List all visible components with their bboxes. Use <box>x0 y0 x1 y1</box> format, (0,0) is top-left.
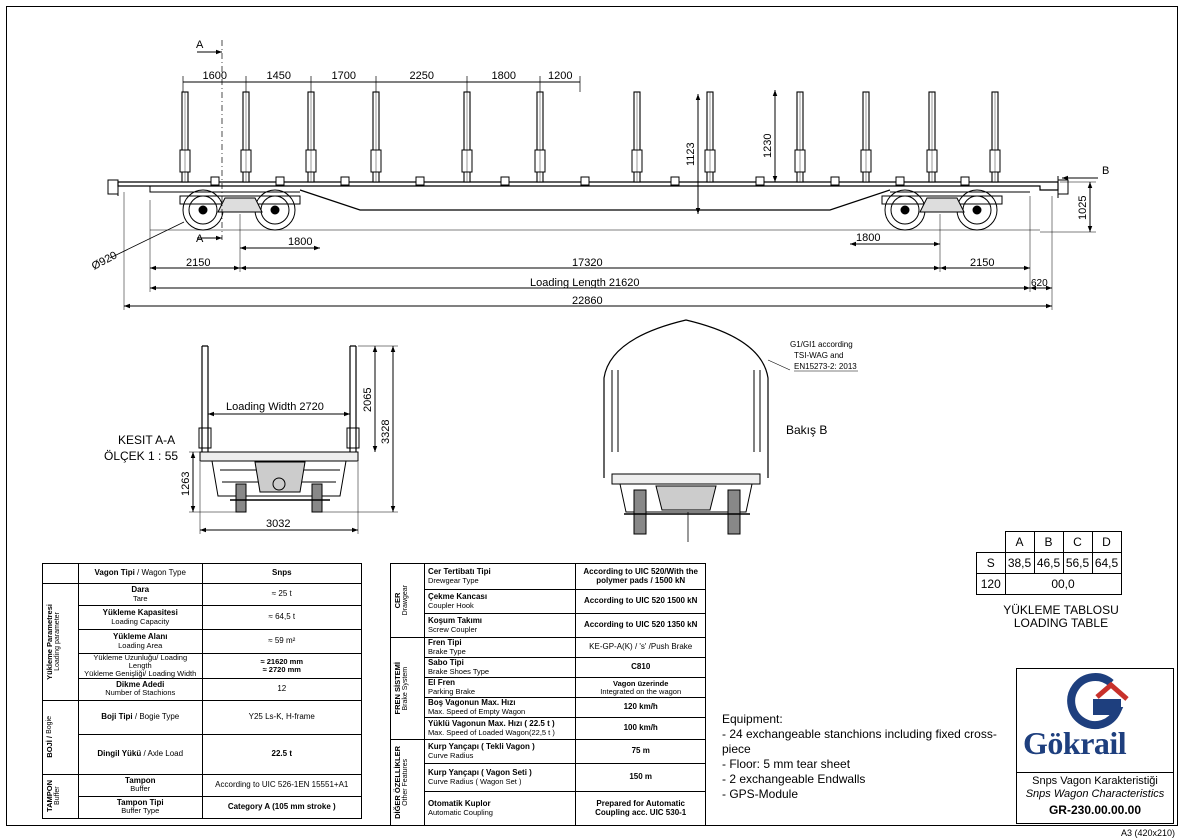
dim-loading-length: Loading Length 21620 <box>530 277 640 289</box>
width-3032: 3032 <box>266 518 290 530</box>
dim-overall: 22860 <box>572 295 603 307</box>
drawing-number: GR-230.00.00.00 <box>1048 803 1142 817</box>
stanchion <box>240 91 252 183</box>
dim-bogie-right: 1800 <box>856 232 880 244</box>
stanchion <box>534 91 546 183</box>
gokrail-logo-icon <box>1067 673 1129 730</box>
section-mark-top: A <box>196 39 204 51</box>
equipment-list: Equipment: - 24 exchangeable stanchions … <box>722 712 997 802</box>
col-b: B <box>1033 531 1064 553</box>
dim-overhang-left: 2150 <box>186 257 210 269</box>
height-1263: 1263 <box>180 472 192 496</box>
cell-s-a: 38,5 <box>1004 552 1035 574</box>
dim-pivot: 17320 <box>572 257 603 269</box>
top-dim-1: 1600 <box>203 70 227 82</box>
equipment-item: - Floor: 5 mm tear sheet <box>722 757 851 771</box>
view-b-title: Bakış B <box>786 423 827 437</box>
stanchion <box>794 91 806 183</box>
stanchion <box>926 91 938 183</box>
dim-1025: 1025 <box>1077 196 1089 220</box>
equipment-title: Equipment: <box>722 712 783 726</box>
stanchion <box>631 91 643 183</box>
brand-name: Gökrail <box>1023 725 1127 761</box>
cell-s-d: 64,5 <box>1091 552 1122 574</box>
bogie-left <box>179 189 301 231</box>
cell-s-b: 46,5 <box>1033 552 1064 574</box>
dim-overhang-right: 2150 <box>970 257 994 269</box>
stanchion <box>370 91 382 183</box>
loading-table-caption: YÜKLEME TABLOSU LOADING TABLE <box>1003 603 1119 630</box>
col-c: C <box>1062 531 1093 553</box>
dim-bogie-left: 1800 <box>288 236 312 248</box>
deck-clip <box>500 176 510 186</box>
deck-clip <box>275 176 285 186</box>
drawing-frame <box>6 6 1178 826</box>
loading-table: A B C D S 38,5 46,5 56,5 64,5 120 00,0 <box>976 531 1122 595</box>
top-dim-3: 1700 <box>332 70 356 82</box>
dim-1123: 1123 <box>685 142 697 166</box>
side-view: A A B 1600 1450 1700 2250 1800 1200 1123 1230… <box>90 39 1109 310</box>
deck-clip <box>670 176 680 186</box>
stanchion <box>860 91 872 183</box>
loading-width: Loading Width 2720 <box>226 401 324 413</box>
gauge-note-1: G1/GI1 according <box>790 340 853 349</box>
gauge-note-3: EN15273-2: 2013 <box>794 362 857 371</box>
height-2065: 2065 <box>362 388 374 412</box>
cell-120: 00,0 <box>1004 573 1122 595</box>
deck-clip <box>210 176 220 186</box>
deck-clip <box>895 176 905 186</box>
dim-1230: 1230 <box>762 134 774 158</box>
section-scale: ÖLÇEK 1 : 55 <box>104 449 178 463</box>
deck-clip <box>960 176 970 186</box>
top-dim-2: 1450 <box>267 70 291 82</box>
height-3328: 3328 <box>380 420 392 444</box>
equipment-item: - 2 exchangeable Endwalls <box>722 772 866 786</box>
equipment-item: - 24 exchangeable stanchions including f… <box>722 727 997 756</box>
stanchion <box>461 91 473 183</box>
deck-clip <box>830 176 840 186</box>
stanchion <box>305 91 317 183</box>
view-mark-b: B <box>1102 165 1109 177</box>
stanchion <box>179 91 191 183</box>
stanchion <box>989 91 1001 183</box>
deck-clip <box>340 176 350 186</box>
deck-clip <box>755 176 765 186</box>
col-a: A <box>1004 531 1035 553</box>
col-d: D <box>1091 531 1122 553</box>
section-mark-bottom: A <box>196 233 204 245</box>
section-title: KESIT A-A <box>118 433 175 447</box>
bogie-right <box>881 189 1003 231</box>
title-tr: Snps Vagon Karakteristiği <box>1017 772 1173 787</box>
wheel-diameter: Ø920 <box>90 249 119 272</box>
top-dim-4: 2250 <box>410 70 434 82</box>
top-dim-6: 1200 <box>548 70 572 82</box>
view-b: Bakış B G1/GI1 according TSI-WAG and EN1… <box>603 319 858 542</box>
row-120-label: 120 <box>976 573 1006 595</box>
section-a-a: KESIT A-A ÖLÇEK 1 : 55 Loading Width 272… <box>104 345 398 534</box>
paper-size: A3 (420x210) <box>1120 828 1175 838</box>
equipment-item: - GPS-Module <box>722 787 799 801</box>
gauge-note-2: TSI-WAG and <box>794 351 844 360</box>
spec-table-left: Vagon Tipi / Wagon Type Snps Yükleme Par… <box>42 563 363 819</box>
top-dim-5: 1800 <box>492 70 516 82</box>
deck-clip <box>580 176 590 186</box>
title-block: Gökrail Snps Vagon Karakteristiği Snps W… <box>1016 668 1174 824</box>
row-s-label: S <box>976 552 1006 574</box>
dim-620: 620 <box>1031 278 1048 289</box>
cell-s-c: 56,5 <box>1062 552 1093 574</box>
deck-clip <box>415 176 425 186</box>
stanchion <box>704 91 716 183</box>
group-bogie: BOJİ / Bogie <box>42 699 79 775</box>
title-en: Snps Wagon Characteristics <box>1025 788 1165 800</box>
